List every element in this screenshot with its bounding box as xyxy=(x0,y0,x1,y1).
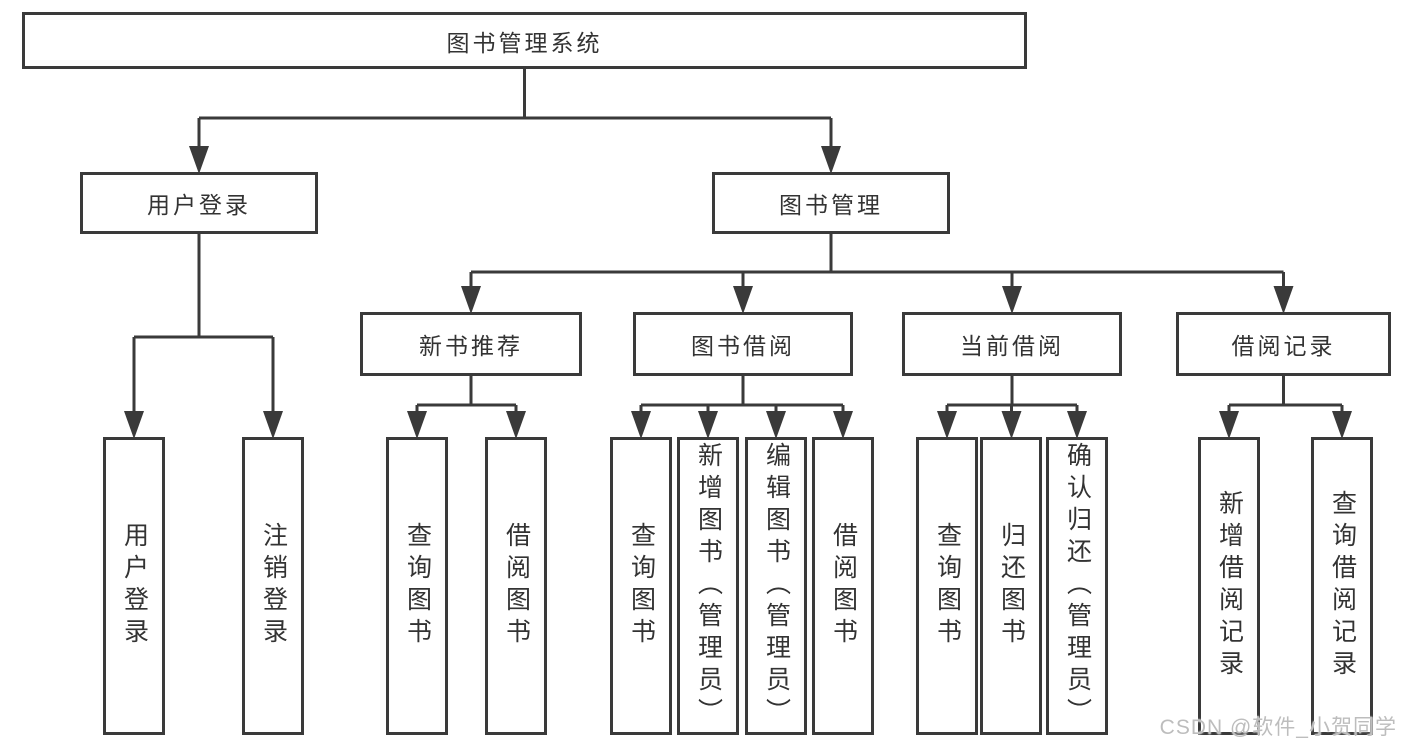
leaf-query-books-recommend: 查询图书 xyxy=(386,437,448,735)
connector-line xyxy=(415,376,518,413)
arrowhead xyxy=(1332,411,1352,439)
connector-current-borrow xyxy=(937,376,1087,439)
node-label: 图书管理 xyxy=(779,192,883,218)
leaf-label: 新增图书（管理员） xyxy=(694,442,723,730)
node-user-login: 用户登录 xyxy=(80,172,318,234)
node-new-book-recommend: 新书推荐 xyxy=(360,312,582,376)
arrowhead xyxy=(631,411,651,439)
node-root: 图书管理系统 xyxy=(22,12,1027,69)
arrowhead xyxy=(1067,411,1087,439)
node-label: 借阅记录 xyxy=(1231,333,1336,359)
leaf-label: 注销登录 xyxy=(259,522,288,650)
node-book-management: 图书管理 xyxy=(712,172,950,234)
connector-line xyxy=(197,69,833,148)
arrowhead xyxy=(1219,411,1239,439)
node-label: 新书推荐 xyxy=(419,333,523,359)
leaf-borrow-books: 借阅图书 xyxy=(812,437,874,735)
arrowhead xyxy=(124,411,144,439)
node-root-label: 图书管理系统 xyxy=(446,29,603,56)
watermark: CSDN @软件_小贺同学 xyxy=(1159,716,1397,739)
arrowhead xyxy=(407,411,427,439)
connector-line xyxy=(945,376,1079,413)
connector-line xyxy=(639,376,845,413)
connector-line xyxy=(132,234,275,413)
arrowhead xyxy=(506,411,526,439)
connector-book-borrow xyxy=(631,376,853,439)
arrowhead xyxy=(189,146,209,174)
connector-line xyxy=(469,234,1285,288)
connector-user-login xyxy=(124,234,283,439)
leaf-add-borrow-record: 新增借阅记录 xyxy=(1198,437,1260,735)
arrowhead xyxy=(821,146,841,174)
arrowhead xyxy=(1001,411,1022,439)
leaf-label: 查询图书 xyxy=(403,522,432,650)
connector-root xyxy=(189,69,841,174)
arrowhead xyxy=(937,411,957,439)
connector-borrow-records xyxy=(1219,376,1352,439)
node-book-borrow: 图书借阅 xyxy=(633,312,853,376)
connector-line xyxy=(1227,376,1344,413)
leaf-edit-book-admin: 编辑图书（管理员） xyxy=(745,437,807,735)
leaf-label: 查询图书 xyxy=(933,522,962,650)
node-borrow-records: 借阅记录 xyxy=(1176,312,1391,376)
leaf-user-login: 用户登录 xyxy=(103,437,165,735)
leaf-add-book-admin: 新增图书（管理员） xyxy=(677,437,739,735)
connector-new-book-recommend xyxy=(407,376,526,439)
leaf-query-books-current: 查询图书 xyxy=(916,437,978,735)
node-label: 当前借阅 xyxy=(960,333,1064,359)
arrowhead xyxy=(461,286,481,314)
leaf-label: 用户登录 xyxy=(120,522,149,650)
node-label: 用户登录 xyxy=(147,192,251,218)
leaf-confirm-return-admin: 确认归还（管理员） xyxy=(1046,437,1108,735)
arrowhead xyxy=(1273,286,1294,314)
leaf-logout: 注销登录 xyxy=(242,437,304,735)
arrowhead xyxy=(698,411,718,439)
arrowhead xyxy=(766,411,786,439)
node-current-borrow: 当前借阅 xyxy=(902,312,1122,376)
leaf-label: 借阅图书 xyxy=(502,522,531,650)
leaf-return-book: 归还图书 xyxy=(980,437,1042,735)
leaf-label: 确认归还（管理员） xyxy=(1063,442,1092,730)
arrowhead xyxy=(263,411,283,439)
node-label: 图书借阅 xyxy=(691,333,795,359)
leaf-query-books-borrow: 查询图书 xyxy=(610,437,672,735)
leaf-label: 查询借阅记录 xyxy=(1328,490,1357,682)
arrowhead xyxy=(733,286,753,314)
arrowhead xyxy=(833,411,853,439)
arrowhead xyxy=(1002,286,1022,314)
leaf-query-borrow-record: 查询借阅记录 xyxy=(1311,437,1373,735)
leaf-label: 归还图书 xyxy=(997,522,1026,650)
leaf-label: 借阅图书 xyxy=(829,522,858,650)
leaf-label: 编辑图书（管理员） xyxy=(762,442,791,730)
leaf-label: 新增借阅记录 xyxy=(1215,490,1244,682)
connector-book-management xyxy=(461,234,1294,314)
leaf-label: 查询图书 xyxy=(627,522,656,650)
leaf-borrow-books-recommend: 借阅图书 xyxy=(485,437,547,735)
